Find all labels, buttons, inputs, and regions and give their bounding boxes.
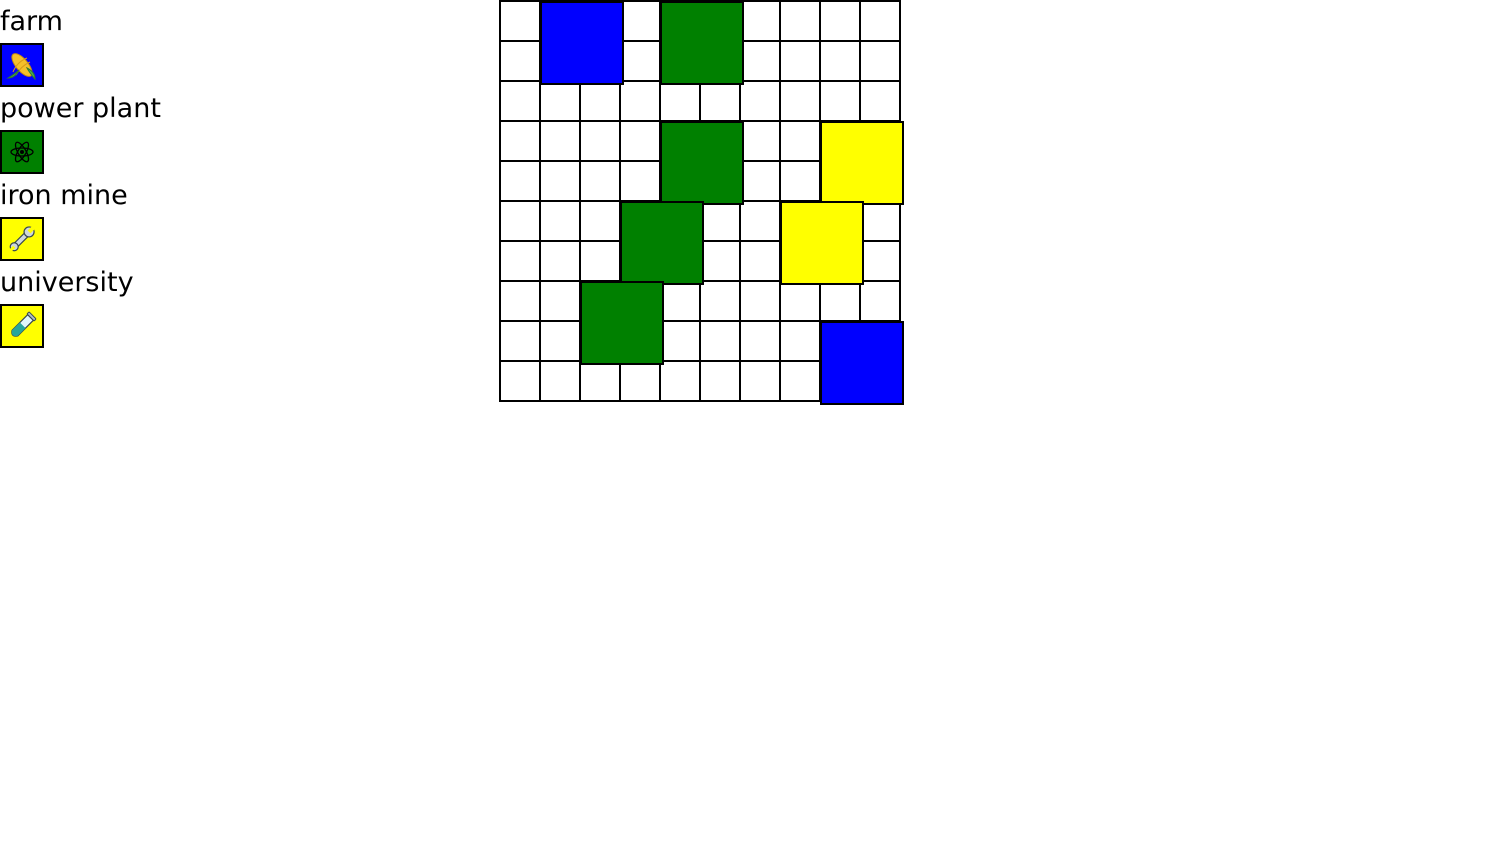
grid-cell[interactable] (779, 360, 821, 402)
grid-cell[interactable] (739, 200, 781, 242)
grid-cell[interactable] (619, 0, 661, 42)
grid-cell[interactable] (779, 120, 821, 162)
grid-cell[interactable] (499, 40, 541, 82)
grid-cell[interactable] (779, 320, 821, 362)
grid-cell[interactable] (699, 320, 741, 362)
grid-cell[interactable] (619, 40, 661, 82)
grid-cell[interactable] (739, 160, 781, 202)
grid-cell[interactable] (659, 360, 701, 402)
grid-cell[interactable] (739, 240, 781, 282)
grid-cell[interactable] (699, 360, 741, 402)
legend-entry-university: university (0, 261, 240, 348)
grid-cell[interactable] (779, 280, 821, 322)
test-tube-icon (11, 311, 37, 337)
atom-icon (10, 141, 34, 163)
grid-cell[interactable] (619, 120, 661, 162)
grid-cell[interactable] (579, 120, 621, 162)
farm-swatch[interactable] (0, 43, 44, 87)
legend-entry-iron-mine: iron mine (0, 174, 240, 261)
grid-cell[interactable] (739, 360, 781, 402)
grid-cell[interactable] (579, 360, 621, 402)
grid-cell[interactable] (819, 280, 861, 322)
legend-label-power-plant: power plant (0, 93, 161, 124)
grid-cell[interactable] (539, 360, 581, 402)
game-board (499, 0, 904, 405)
grid-cell[interactable] (539, 320, 581, 362)
building-power-plant[interactable] (620, 201, 704, 285)
grid-cell[interactable] (739, 280, 781, 322)
grid-cell[interactable] (739, 0, 781, 42)
building-farm[interactable] (820, 321, 904, 405)
grid-cell[interactable] (579, 240, 621, 282)
power-plant-swatch[interactable] (0, 130, 44, 174)
grid-cell[interactable] (739, 320, 781, 362)
grid-cell[interactable] (619, 80, 661, 122)
wrench-icon (9, 226, 35, 252)
legend-entry-farm: farm (0, 0, 240, 87)
grid-cell[interactable] (619, 360, 661, 402)
grid-cell[interactable] (619, 160, 661, 202)
grid-cell[interactable] (499, 360, 541, 402)
legend-label-iron-mine: iron mine (0, 180, 128, 211)
building-power-plant[interactable] (660, 121, 744, 205)
grid-cell[interactable] (499, 160, 541, 202)
grid-cell[interactable] (779, 40, 821, 82)
corn-icon (6, 53, 36, 81)
grid-cell[interactable] (779, 160, 821, 202)
grid-cell[interactable] (579, 200, 621, 242)
building-power-plant[interactable] (580, 281, 664, 365)
grid-cell[interactable] (539, 280, 581, 322)
grid-cell[interactable] (739, 40, 781, 82)
grid-cell[interactable] (859, 240, 901, 282)
grid-cell[interactable] (859, 40, 901, 82)
grid-cell[interactable] (739, 80, 781, 122)
grid-cell[interactable] (499, 240, 541, 282)
grid-cell[interactable] (579, 160, 621, 202)
grid-cell[interactable] (779, 80, 821, 122)
grid-cell[interactable] (659, 320, 701, 362)
grid-cell[interactable] (539, 240, 581, 282)
grid-cell[interactable] (779, 0, 821, 42)
grid-cell[interactable] (499, 80, 541, 122)
grid-cell[interactable] (539, 200, 581, 242)
grid-cell[interactable] (499, 0, 541, 42)
building-farm[interactable] (540, 1, 624, 85)
iron-mine-swatch[interactable] (0, 217, 44, 261)
building-yellow-building[interactable] (820, 121, 904, 205)
building-power-plant[interactable] (660, 1, 744, 85)
grid-cell[interactable] (859, 200, 901, 242)
grid-cell[interactable] (699, 240, 741, 282)
legend: farm power plant iron mine (0, 0, 240, 348)
grid-cell[interactable] (819, 40, 861, 82)
grid-cell[interactable] (699, 200, 741, 242)
grid-cell[interactable] (579, 80, 621, 122)
grid-cell[interactable] (539, 160, 581, 202)
grid-cell[interactable] (699, 80, 741, 122)
grid-cell[interactable] (659, 80, 701, 122)
grid-cell[interactable] (859, 80, 901, 122)
building-yellow-building[interactable] (780, 201, 864, 285)
grid-cell[interactable] (859, 280, 901, 322)
grid-cell[interactable] (819, 0, 861, 42)
grid-cell[interactable] (499, 280, 541, 322)
grid-cell[interactable] (539, 80, 581, 122)
grid-cell[interactable] (539, 120, 581, 162)
legend-entry-power-plant: power plant (0, 87, 240, 174)
grid-cell[interactable] (499, 320, 541, 362)
grid-cell[interactable] (499, 200, 541, 242)
grid-cell[interactable] (659, 280, 701, 322)
grid-cell[interactable] (739, 120, 781, 162)
grid-cell[interactable] (819, 80, 861, 122)
legend-label-farm: farm (0, 6, 63, 37)
grid-cell[interactable] (699, 280, 741, 322)
grid-cell[interactable] (859, 0, 901, 42)
university-swatch[interactable] (0, 304, 44, 348)
legend-label-university: university (0, 267, 134, 298)
grid-cell[interactable] (499, 120, 541, 162)
